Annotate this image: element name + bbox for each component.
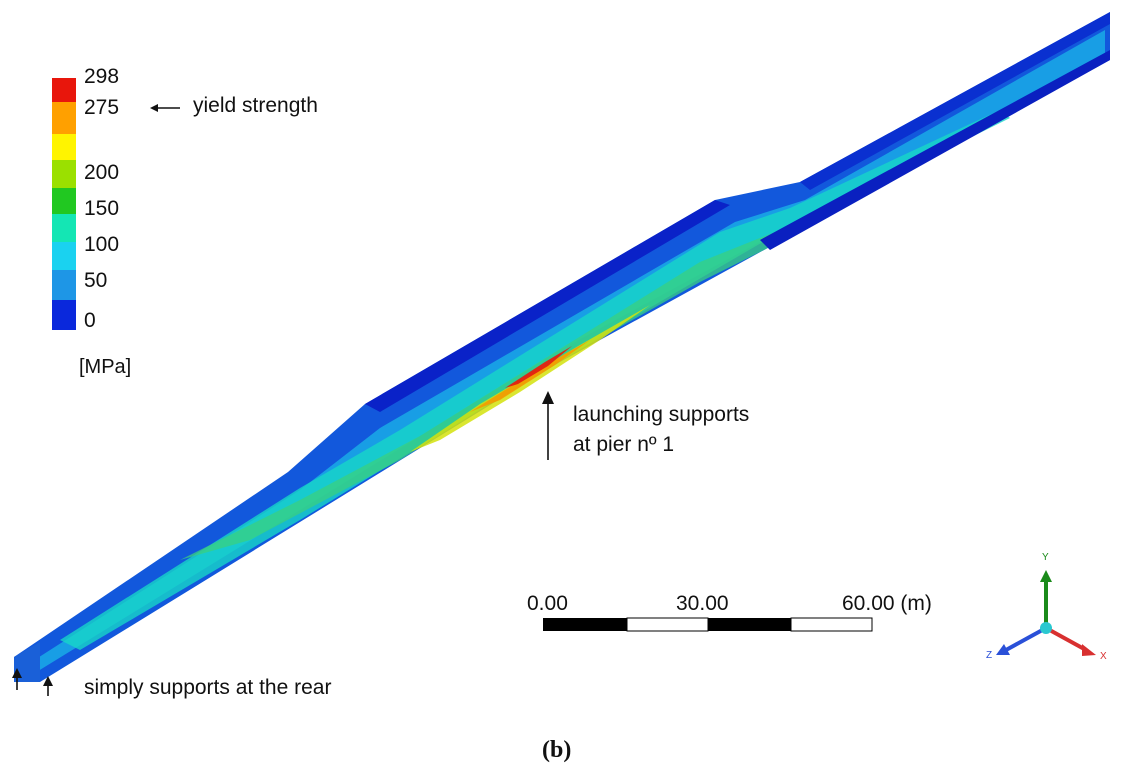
rear-support-arrow-2 [43, 676, 53, 696]
legend-tick-50: 50 [84, 269, 108, 292]
launching-supports-label-line1: launching supports [573, 403, 750, 426]
legend-tick-275: 275 [84, 96, 120, 119]
scale-label-60: 60.00 (m) [842, 592, 932, 615]
upper-flange-dark [365, 200, 730, 412]
rear-support-arrow-1 [12, 668, 22, 690]
legend-swatch [52, 102, 76, 134]
legend-swatch [52, 242, 76, 270]
axis-label-x: X [1100, 651, 1107, 662]
figure-caption: (b) [542, 737, 572, 763]
legend-tick-0: 0 [84, 309, 96, 332]
scale-label-0: 0.00 [527, 592, 568, 615]
legend-swatch [52, 270, 76, 300]
legend-swatch [52, 78, 76, 102]
stress-band-green [180, 222, 820, 560]
legend-swatch [52, 160, 76, 188]
axis-label-z: Z [986, 650, 993, 661]
yield-strength-label: yield strength [193, 94, 318, 117]
yield-pointer-arrow [150, 104, 180, 112]
launching-supports-label-line2: at pier nº 1 [573, 433, 675, 456]
axes-triad [996, 570, 1096, 656]
legend-tick-298: 298 [84, 65, 120, 88]
legend-tick-100: 100 [84, 233, 120, 256]
scale-label-30: 30.00 [676, 592, 729, 615]
scale-bar [543, 617, 873, 632]
launching-support-arrow [542, 391, 554, 460]
rear-end-cap [14, 642, 40, 682]
legend-unit: [MPa] [79, 356, 132, 378]
legend-tick-150: 150 [84, 197, 120, 220]
legend-tick-200: 200 [84, 161, 120, 184]
lower-flange-right [760, 50, 1110, 250]
stress-hot-red [505, 346, 572, 388]
rear-supports-label: simply supports at the rear [84, 676, 332, 699]
axis-label-y: Y [1042, 552, 1049, 563]
legend-swatch [52, 134, 76, 160]
legend-swatch [52, 188, 76, 214]
upper-flange-right [800, 12, 1110, 190]
stress-band-cyan [60, 110, 1010, 650]
legend-swatch [52, 214, 76, 242]
legend-swatch [52, 300, 76, 330]
